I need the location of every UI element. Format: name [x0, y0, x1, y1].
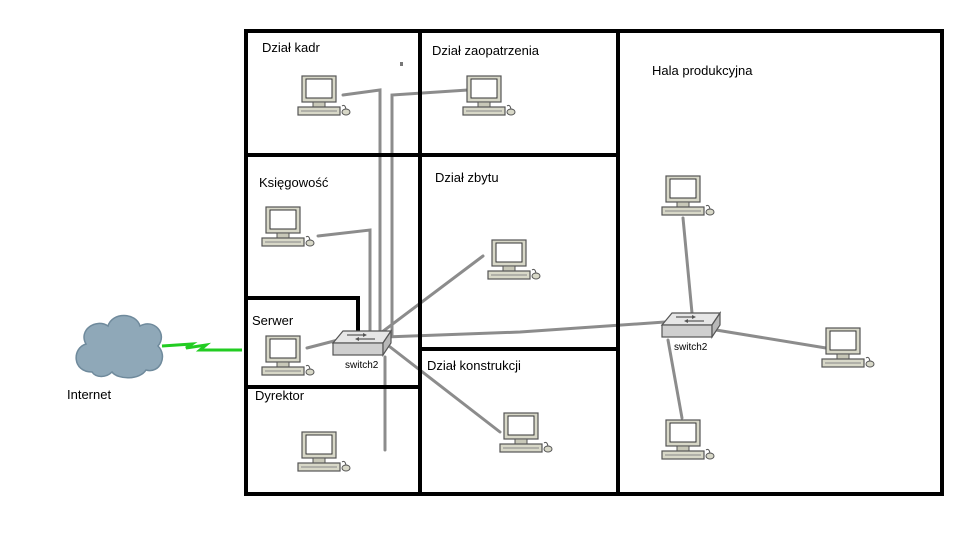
floor-plan: [244, 29, 944, 496]
internet-label: Internet: [67, 387, 111, 402]
switch-label-hala: switch2: [674, 342, 708, 353]
room-label-ksiegowosc: Księgowość: [259, 175, 329, 190]
room-label-zbyt: Dział zbytu: [435, 170, 499, 185]
switch-icon[interactable]: [332, 330, 392, 356]
cable-zbyt: [376, 254, 485, 337]
cable-hala-top: [681, 216, 694, 315]
computer-icon[interactable]: [499, 412, 553, 453]
cables: [305, 88, 828, 452]
computer-icon[interactable]: [261, 335, 315, 376]
cable-hala-bottom: [666, 338, 684, 420]
room-label-kadr: Dział kadr: [262, 40, 320, 55]
cable-kadr: [341, 88, 382, 337]
computer-icon[interactable]: [661, 175, 715, 216]
computer-icon[interactable]: [661, 419, 715, 460]
room-label-konstrukcja: Dział konstrukcji: [427, 358, 521, 373]
computer-icon[interactable]: [261, 206, 315, 247]
computer-icon[interactable]: [462, 75, 516, 116]
cloud-icon[interactable]: [75, 314, 164, 379]
cable-hala-right: [714, 328, 828, 350]
room-label-serwer: Serwer: [252, 313, 294, 328]
cable-zaopatrzenie: [390, 88, 470, 337]
cable-trunk: [383, 320, 667, 339]
building-outline: [244, 29, 944, 496]
computer-icon[interactable]: [297, 431, 351, 472]
room-label-dyrektor: Dyrektor: [255, 388, 305, 403]
dot-mark: [400, 62, 403, 66]
room-label-hala: Hala produkcyjna: [652, 63, 753, 78]
switch-icon[interactable]: [661, 312, 721, 338]
switch-label-main: switch2: [345, 360, 379, 371]
computer-icon[interactable]: [487, 239, 541, 280]
wan-link: [161, 342, 242, 352]
cable-ksiegowosc: [316, 228, 372, 337]
computer-icon[interactable]: [821, 327, 875, 368]
cable-serwer: [305, 338, 340, 350]
cable-konstrukcja: [383, 341, 502, 434]
room-label-zaopatrzenie: Dział zaopatrzenia: [432, 43, 540, 58]
